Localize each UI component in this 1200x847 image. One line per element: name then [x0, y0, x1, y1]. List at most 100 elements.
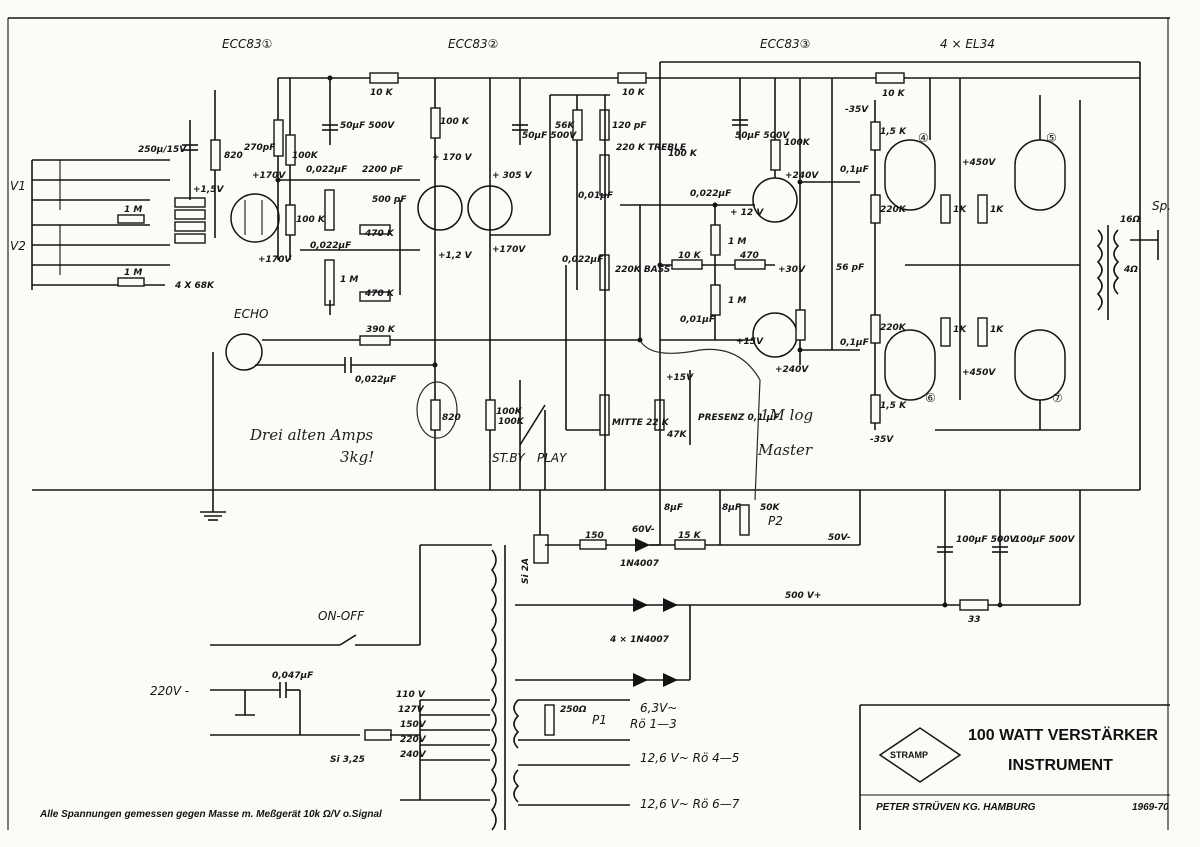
- svg-text:+170V: +170V: [258, 255, 292, 265]
- echo-socket: [212, 333, 640, 490]
- resistor-10k-b: [617, 72, 647, 84]
- note-drei-alten-amps: Drei alten Amps: [249, 426, 373, 444]
- svg-text:Si 2A: Si 2A: [521, 558, 531, 584]
- svg-text:100 K: 100 K: [668, 149, 698, 159]
- title-block: [859, 704, 1170, 830]
- label-tube-4: ④: [918, 131, 929, 145]
- svg-text:+240V: +240V: [775, 365, 809, 375]
- svg-text:150V: 150V: [400, 720, 427, 730]
- svg-text:100K: 100K: [784, 138, 811, 148]
- tube-el34-7: [1014, 329, 1066, 401]
- svg-text:500 V+: 500 V+: [785, 591, 821, 601]
- label-tube-5: ⑤: [1046, 131, 1057, 145]
- label-input-v2: V2: [10, 239, 26, 253]
- ground-rail: [32, 489, 1140, 521]
- svg-text:50K: 50K: [760, 503, 781, 513]
- svg-text:1 M: 1 M: [728, 296, 746, 306]
- svg-text:+170V: +170V: [492, 245, 526, 255]
- resistor-10k-c: [875, 72, 905, 84]
- label-ecc83-2: ECC83②: [448, 37, 498, 51]
- svg-text:100K: 100K: [496, 407, 523, 417]
- note-1m-log: 1M log: [760, 406, 813, 424]
- svg-text:0,01µF: 0,01µF: [680, 315, 716, 325]
- svg-text:0,022µF: 0,022µF: [562, 255, 604, 265]
- svg-text:1 M: 1 M: [728, 237, 746, 247]
- svg-text:+450V: +450V: [962, 158, 996, 168]
- svg-text:+ 305 V: + 305 V: [492, 171, 533, 181]
- title-block-text: STRAMP 100 WATT VERSTÄRKER INSTRUMENT PE…: [876, 726, 1169, 813]
- svg-text:1K: 1K: [990, 205, 1004, 215]
- label-el34: 4 × EL34: [940, 37, 995, 51]
- svg-text:220K: 220K: [880, 205, 907, 215]
- junctions: [275, 75, 1003, 608]
- svg-text:6,3V~: 6,3V~: [640, 701, 677, 715]
- svg-text:250µ/15V: 250µ/15V: [138, 145, 187, 155]
- svg-text:127V: 127V: [398, 705, 425, 715]
- control-labels: V1 V2 ECHO 220 K TREBLE 220K BASS MITTE …: [10, 143, 1171, 727]
- label-standby: ST.BY: [492, 451, 526, 465]
- svg-text:820: 820: [224, 151, 243, 161]
- svg-text:0,022µF: 0,022µF: [690, 189, 732, 199]
- svg-text:1K: 1K: [953, 325, 967, 335]
- svg-text:50µF 500V: 50µF 500V: [340, 121, 395, 131]
- svg-text:1K: 1K: [953, 205, 967, 215]
- note-3kg: 3kg!: [340, 448, 374, 466]
- label-4-ohm: 4Ω: [1123, 265, 1138, 275]
- label-mains: 220V -: [150, 684, 189, 698]
- svg-text:10 K: 10 K: [370, 88, 394, 98]
- resistor-10k-a: [369, 72, 399, 84]
- subtitle-text: INSTRUMENT: [1008, 757, 1113, 774]
- tube-ecc83-1: [230, 193, 280, 243]
- svg-text:390 K: 390 K: [366, 325, 396, 335]
- svg-text:1,5 K: 1,5 K: [880, 401, 907, 411]
- power-stage: [870, 78, 1081, 431]
- svg-text:250Ω: 250Ω: [560, 705, 587, 715]
- label-ecc83-1: ECC83①: [222, 37, 272, 51]
- svg-text:0,1µF: 0,1µF: [840, 165, 870, 175]
- svg-text:-35V: -35V: [870, 435, 894, 445]
- svg-text:1 M: 1 M: [124, 205, 142, 215]
- svg-text:820: 820: [442, 413, 461, 423]
- component-labels: 10 K 10 K 10 K 250µ/15V 820 270pF 100K 1…: [124, 88, 1075, 811]
- svg-text:60V-: 60V-: [632, 525, 655, 535]
- svg-text:1,5 K: 1,5 K: [880, 127, 907, 137]
- handwritten-notes: Drei alten Amps 3kg! 1M log Master: [249, 406, 813, 466]
- svg-text:Si 3,25: Si 3,25: [330, 755, 365, 765]
- svg-text:50µF 500V: 50µF 500V: [735, 131, 790, 141]
- handwritten-master-wiring: [639, 339, 761, 501]
- power-supply: [515, 490, 1081, 687]
- handwritten-circle: [416, 381, 458, 439]
- svg-text:0,047µF: 0,047µF: [272, 671, 314, 681]
- year-text: 1969-70: [1132, 802, 1169, 813]
- svg-text:+450V: +450V: [962, 368, 996, 378]
- svg-text:8µF: 8µF: [722, 503, 742, 513]
- stage-1: [182, 78, 420, 315]
- svg-text:100 K: 100 K: [296, 215, 326, 225]
- svg-text:100 K: 100 K: [440, 117, 470, 127]
- svg-text:+15V: +15V: [736, 337, 764, 347]
- svg-text:220K: 220K: [880, 323, 907, 333]
- svg-text:56 pF: 56 pF: [836, 263, 865, 273]
- svg-text:15 K: 15 K: [678, 531, 702, 541]
- stage-3: [660, 78, 860, 365]
- svg-text:0,022µF: 0,022µF: [355, 375, 397, 385]
- label-on-off: ON-OFF: [318, 609, 365, 623]
- tube-el34-6: [884, 329, 936, 401]
- stramp-logo: [878, 727, 962, 783]
- label-p2: P2: [768, 514, 783, 528]
- svg-text:Rö 1—3: Rö 1—3: [630, 717, 677, 731]
- svg-text:110 V: 110 V: [396, 690, 426, 700]
- note-master: Master: [757, 441, 813, 459]
- label-mitte: MITTE 22 K: [612, 418, 670, 428]
- tube-el34-4: [884, 139, 936, 211]
- tube-el34-5: [1014, 139, 1066, 211]
- svg-text:0,01µF: 0,01µF: [578, 191, 614, 201]
- svg-text:1 M: 1 M: [124, 268, 142, 278]
- svg-text:1N4007: 1N4007: [620, 559, 660, 569]
- label-ecc83-3: ECC83③: [760, 37, 810, 51]
- svg-text:470: 470: [739, 251, 759, 261]
- standby-switch: [519, 380, 546, 490]
- label-bass: 220K BASS: [615, 265, 670, 275]
- tube-ecc83-3b: [752, 312, 798, 358]
